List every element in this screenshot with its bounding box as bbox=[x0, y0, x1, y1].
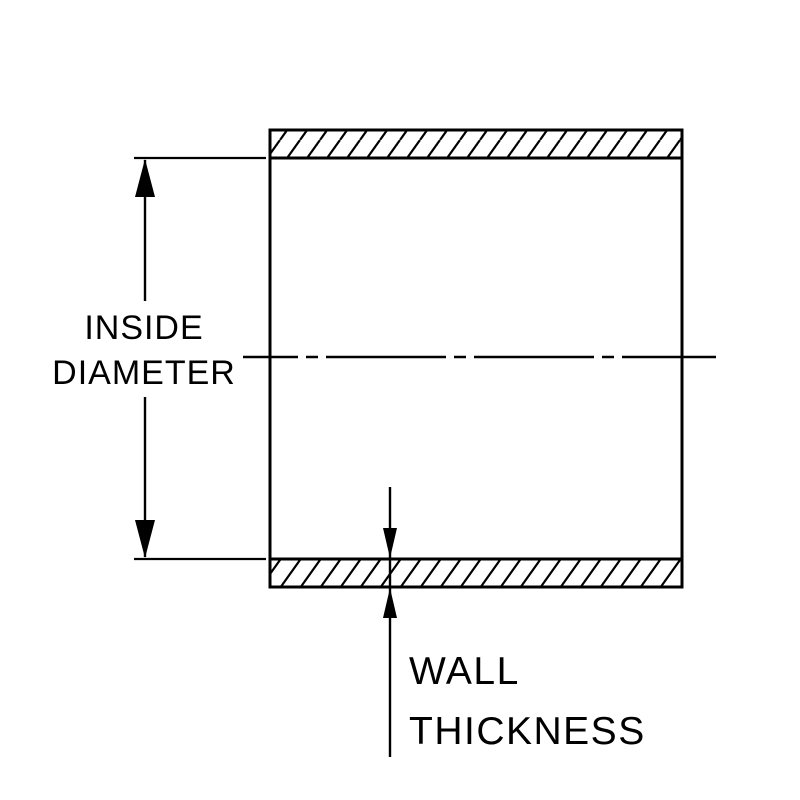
inside-diameter-label-line1: INSIDE bbox=[84, 309, 203, 347]
wall-thickness-up-arrowhead-icon bbox=[383, 588, 397, 618]
wall-thickness-label-line1: WALL bbox=[409, 650, 520, 693]
inside-diameter-label-line2: DIAMETER bbox=[52, 354, 236, 392]
wall-thickness-label-line2: THICKNESS bbox=[409, 710, 646, 753]
tube-outline bbox=[268, 128, 684, 589]
wall-thickness-down-arrowhead-icon bbox=[383, 528, 397, 558]
inside-diameter-up-arrowhead-icon bbox=[135, 159, 155, 197]
inside-diameter-down-arrowhead-icon bbox=[135, 520, 155, 558]
top-wall-hatching bbox=[270, 130, 682, 158]
bottom-wall-hatching bbox=[270, 559, 682, 587]
